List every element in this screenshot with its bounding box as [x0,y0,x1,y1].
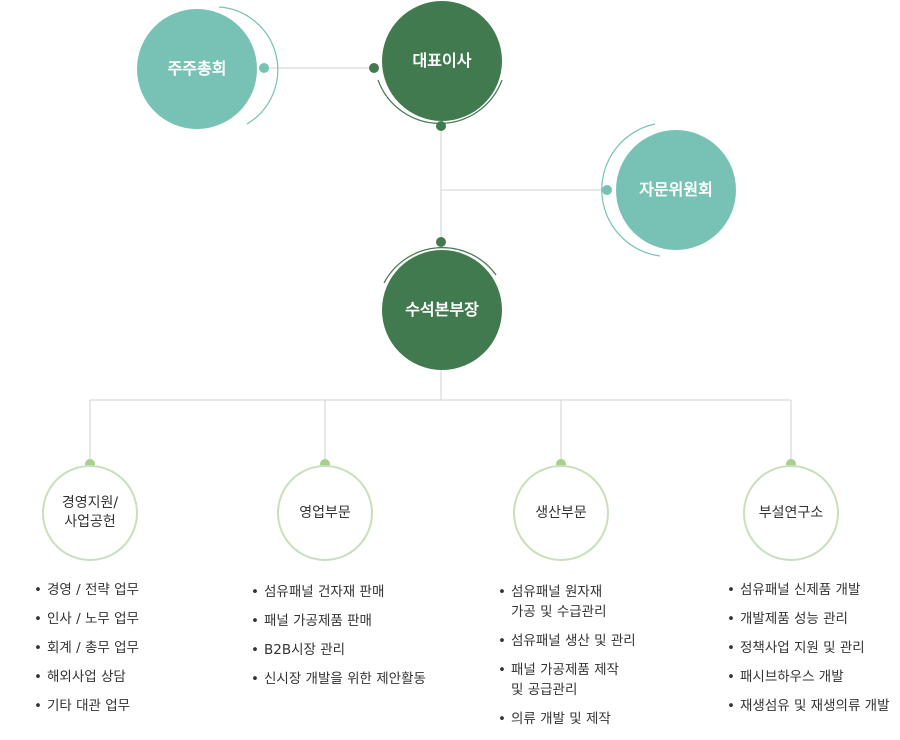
task-item: 개발제품 성능 관리 [727,609,899,629]
task-item: 패널 가공제품 판매 [251,611,466,631]
task-item: 기타 대관 업무 [34,696,214,716]
dept-production-node: 생산부문 [513,465,609,561]
dept-research-tasks: 섬유패널 신제품 개발 개발제품 성능 관리 정책사업 지원 및 관리 패시브하… [727,580,899,725]
task-item: 섬유패널 신제품 개발 [727,580,899,600]
task-item: 패널 가공제품 제작 및 공급관리 [498,660,683,700]
dept-management-node: 경영지원/ 사업공헌 [42,465,138,561]
task-item: 회계 / 총무 업무 [34,638,214,658]
task-item: 재생섬유 및 재생의류 개발 [727,696,899,716]
dept-sales-node: 영업부문 [277,465,373,561]
task-item: 해외사업 상담 [34,667,214,687]
task-item: 패시브하우스 개발 [727,667,899,687]
dept-research-node: 부설연구소 [743,465,839,561]
task-item: 인사 / 노무 업무 [34,609,214,629]
task-item: 경영 / 전략 업무 [34,580,214,600]
task-item: 섬유패널 건자재 판매 [251,582,466,602]
task-item: 섬유패널 원자재 가공 및 수급관리 [498,582,683,622]
task-item: 의류 개발 및 제작 [498,709,683,729]
chief-node: 수석본부장 [382,250,502,370]
task-item: 섬유패널 생산 및 관리 [498,631,683,651]
dept-management-tasks: 경영 / 전략 업무 인사 / 노무 업무 회계 / 총무 업무 해외사업 상담… [34,580,214,725]
dept-production-tasks: 섬유패널 원자재 가공 및 수급관리 섬유패널 생산 및 관리 패널 가공제품 … [498,582,683,738]
task-item: B2B시장 관리 [251,640,466,660]
task-item: 정책사업 지원 및 관리 [727,638,899,658]
shareholders-node: 주주총회 [137,9,257,129]
ceo-node: 대표이사 [382,1,502,121]
task-item: 신시장 개발을 위한 제안활동 [251,669,466,689]
dept-sales-tasks: 섬유패널 건자재 판매 패널 가공제품 판매 B2B시장 관리 신시장 개발을 … [251,582,466,698]
advisory-node: 자문위원회 [616,130,736,250]
